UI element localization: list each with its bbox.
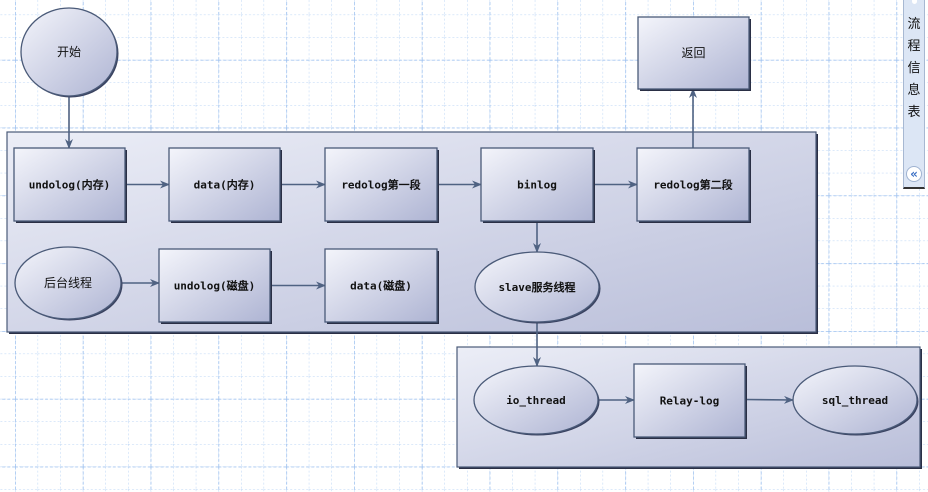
node-data-mem[interactable]: data(内存) xyxy=(168,147,282,223)
ellipse-shape xyxy=(474,251,600,323)
node-label: io_thread xyxy=(506,394,566,407)
collapse-panel-icon[interactable]: « xyxy=(906,166,922,182)
process-info-panel[interactable]: 流 程 信 息 表 « xyxy=(903,0,925,189)
node-undolog-mem[interactable]: undolog(内存) xyxy=(13,147,127,223)
panel-title-char: 表 xyxy=(907,105,921,120)
node-data-disk[interactable]: data(磁盘) xyxy=(324,248,439,324)
panel-title-char: 信 xyxy=(907,61,921,76)
node-label: redolog第二段 xyxy=(653,178,732,192)
node-relay-log[interactable]: Relay-log xyxy=(633,363,747,439)
node-label: binlog xyxy=(517,179,557,192)
rect-shape xyxy=(13,147,126,222)
node-label: 返回 xyxy=(681,46,705,60)
node-redolog-1[interactable]: redolog第一段 xyxy=(324,147,439,223)
ellipse-shape xyxy=(20,7,118,97)
rect-shape xyxy=(633,363,746,438)
node-label: sql_thread xyxy=(822,394,888,407)
edge-relay-log-to-sql-thread[interactable] xyxy=(744,395,794,404)
panel-title-char: 程 xyxy=(907,39,921,54)
panel-title: 流 程 信 息 表 xyxy=(904,14,924,124)
rect-shape xyxy=(637,16,750,90)
panel-handle xyxy=(912,0,917,4)
node-label: slave服务线程 xyxy=(498,280,575,294)
node-label: Relay-log xyxy=(660,395,720,408)
node-bg-thread[interactable]: 后台线程 xyxy=(14,246,123,321)
node-start[interactable]: 开始 xyxy=(20,7,119,98)
ellipse-shape xyxy=(473,365,599,435)
node-label: 后台线程 xyxy=(44,275,92,290)
node-label: 开始 xyxy=(57,45,81,59)
node-sql-thread[interactable]: sql_thread xyxy=(792,365,919,436)
node-label: redolog第一段 xyxy=(341,178,420,192)
node-binlog[interactable]: binlog xyxy=(480,147,595,223)
rect-shape xyxy=(324,147,438,222)
panel-title-char: 息 xyxy=(907,83,921,98)
rect-shape xyxy=(158,248,271,323)
node-label: undolog(内存) xyxy=(29,178,111,192)
node-label: data(内存) xyxy=(194,178,256,192)
node-return[interactable]: 返回 xyxy=(637,16,751,91)
node-label: undolog(磁盘) xyxy=(174,279,256,293)
rect-shape xyxy=(168,147,281,222)
ellipse-shape xyxy=(14,246,122,320)
node-io-thread[interactable]: io_thread xyxy=(473,365,600,436)
ellipse-shape xyxy=(792,365,918,435)
node-redolog-2[interactable]: redolog第二段 xyxy=(636,147,751,223)
rect-shape xyxy=(324,248,438,323)
node-slave-service[interactable]: slave服务线程 xyxy=(474,251,601,324)
rect-shape xyxy=(480,147,594,222)
panel-title-char: 流 xyxy=(907,17,921,32)
node-undolog-disk[interactable]: undolog(磁盘) xyxy=(158,248,272,324)
rect-shape xyxy=(636,147,750,222)
node-label: data(磁盘) xyxy=(350,279,412,293)
